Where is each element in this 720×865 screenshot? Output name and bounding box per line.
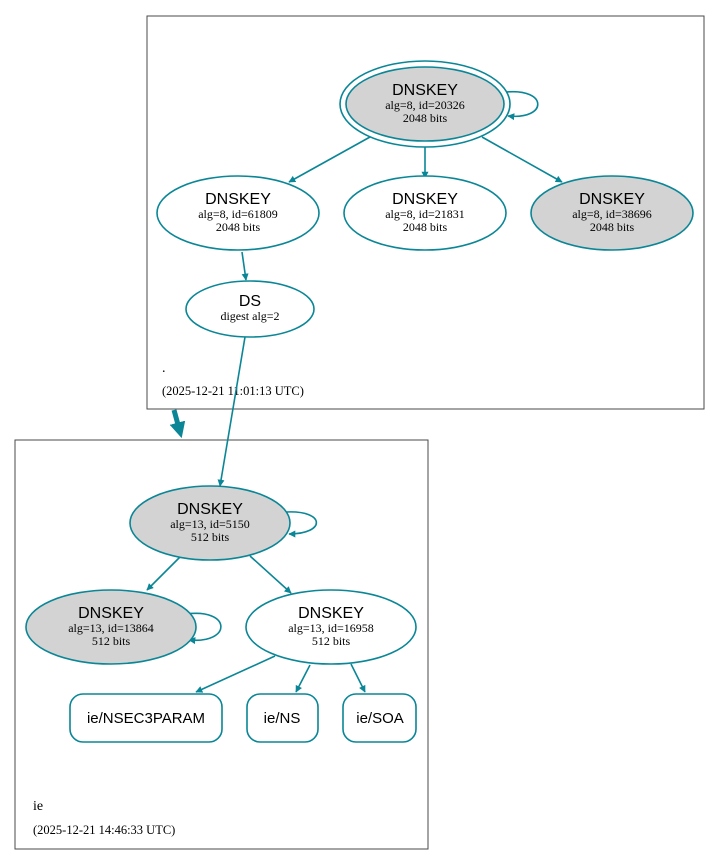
root-zsk1-title: DNSKEY xyxy=(205,191,271,208)
root-ksk-node: DNSKEY alg=8, id=20326 2048 bits xyxy=(339,60,511,148)
selfloop-root-ksk xyxy=(505,90,539,121)
ds-node: DS digest alg=2 xyxy=(185,280,315,338)
ie-ksk-node: DNSKEY alg=13, id=5150 512 bits xyxy=(129,485,291,561)
root-zsk2-bits: 2048 bits xyxy=(403,220,448,234)
root-ksk2-alg: alg=8, id=38696 xyxy=(572,207,652,221)
ie-zone-timestamp: (2025-12-21 14:46:33 UTC) xyxy=(33,823,175,837)
root-ksk2-bits: 2048 bits xyxy=(590,220,635,234)
root-ksk-bits: 2048 bits xyxy=(403,111,448,125)
root-ksk2-node: DNSKEY alg=8, id=38696 2048 bits xyxy=(530,175,694,251)
root-zsk2-title: DNSKEY xyxy=(392,191,458,208)
root-ksk-alg: alg=8, id=20326 xyxy=(385,98,465,112)
edge-zsk1-to-ds xyxy=(241,251,249,281)
rr-soa-label: ie/SOA xyxy=(356,710,404,727)
ie-ksk-bits: 512 bits xyxy=(191,530,230,544)
ie-zsk-title: DNSKEY xyxy=(298,605,364,622)
edge-ie-ksk-to-zsk xyxy=(249,555,292,594)
root-zsk1-node: DNSKEY alg=8, id=61809 2048 bits xyxy=(156,175,320,251)
edge-ksk-to-ksk2 xyxy=(481,136,563,183)
ie-zsk-node: DNSKEY alg=13, id=16958 512 bits xyxy=(245,589,417,665)
rr-ns-node: ie/NS xyxy=(246,693,319,743)
ie-ksk-alg: alg=13, id=5150 xyxy=(170,517,250,531)
selfloop-ie-ksk2 xyxy=(185,612,222,645)
selfloop-ie-ksk xyxy=(285,511,318,538)
edge-ds-to-ie-ksk xyxy=(217,336,246,487)
ds-title: DS xyxy=(239,293,261,310)
root-zsk2-alg: alg=8, id=21831 xyxy=(385,207,465,221)
root-zsk1-bits: 2048 bits xyxy=(216,220,261,234)
ie-zone-name: ie xyxy=(33,799,43,814)
rr-nsec3param-node: ie/NSEC3PARAM xyxy=(69,693,223,743)
root-ksk-title: DNSKEY xyxy=(392,82,458,99)
edge-ie-ksk-to-ksk2 xyxy=(146,556,181,591)
edge-ksk-to-zsk1 xyxy=(288,136,371,183)
delegation-arrow xyxy=(169,409,186,439)
ds-digest: digest alg=2 xyxy=(220,309,279,323)
ie-ksk2-title: DNSKEY xyxy=(78,605,144,622)
ie-zone-box xyxy=(14,439,429,850)
edge-zsk-to-nsec3param xyxy=(195,655,276,693)
rr-soa-node: ie/SOA xyxy=(342,693,417,743)
root-zone-box xyxy=(146,15,705,410)
root-zone-name: . xyxy=(162,361,166,376)
ie-zsk-bits: 512 bits xyxy=(312,634,351,648)
root-ksk2-title: DNSKEY xyxy=(579,191,645,208)
rr-nsec3param-label: ie/NSEC3PARAM xyxy=(87,710,205,727)
edge-zsk-to-soa xyxy=(350,663,366,693)
edge-zsk-to-ns xyxy=(295,664,311,693)
root-zone-timestamp: (2025-12-21 11:01:13 UTC) xyxy=(162,384,304,398)
ie-ksk2-node: DNSKEY alg=13, id=13864 512 bits xyxy=(25,589,197,665)
ie-ksk2-alg: alg=13, id=13864 xyxy=(68,621,154,635)
ie-ksk-title: DNSKEY xyxy=(177,501,243,518)
ie-ksk2-bits: 512 bits xyxy=(92,634,131,648)
root-zsk2-node: DNSKEY alg=8, id=21831 2048 bits xyxy=(343,175,507,251)
ie-zsk-alg: alg=13, id=16958 xyxy=(288,621,374,635)
root-zsk1-alg: alg=8, id=61809 xyxy=(198,207,278,221)
rr-ns-label: ie/NS xyxy=(264,710,301,727)
